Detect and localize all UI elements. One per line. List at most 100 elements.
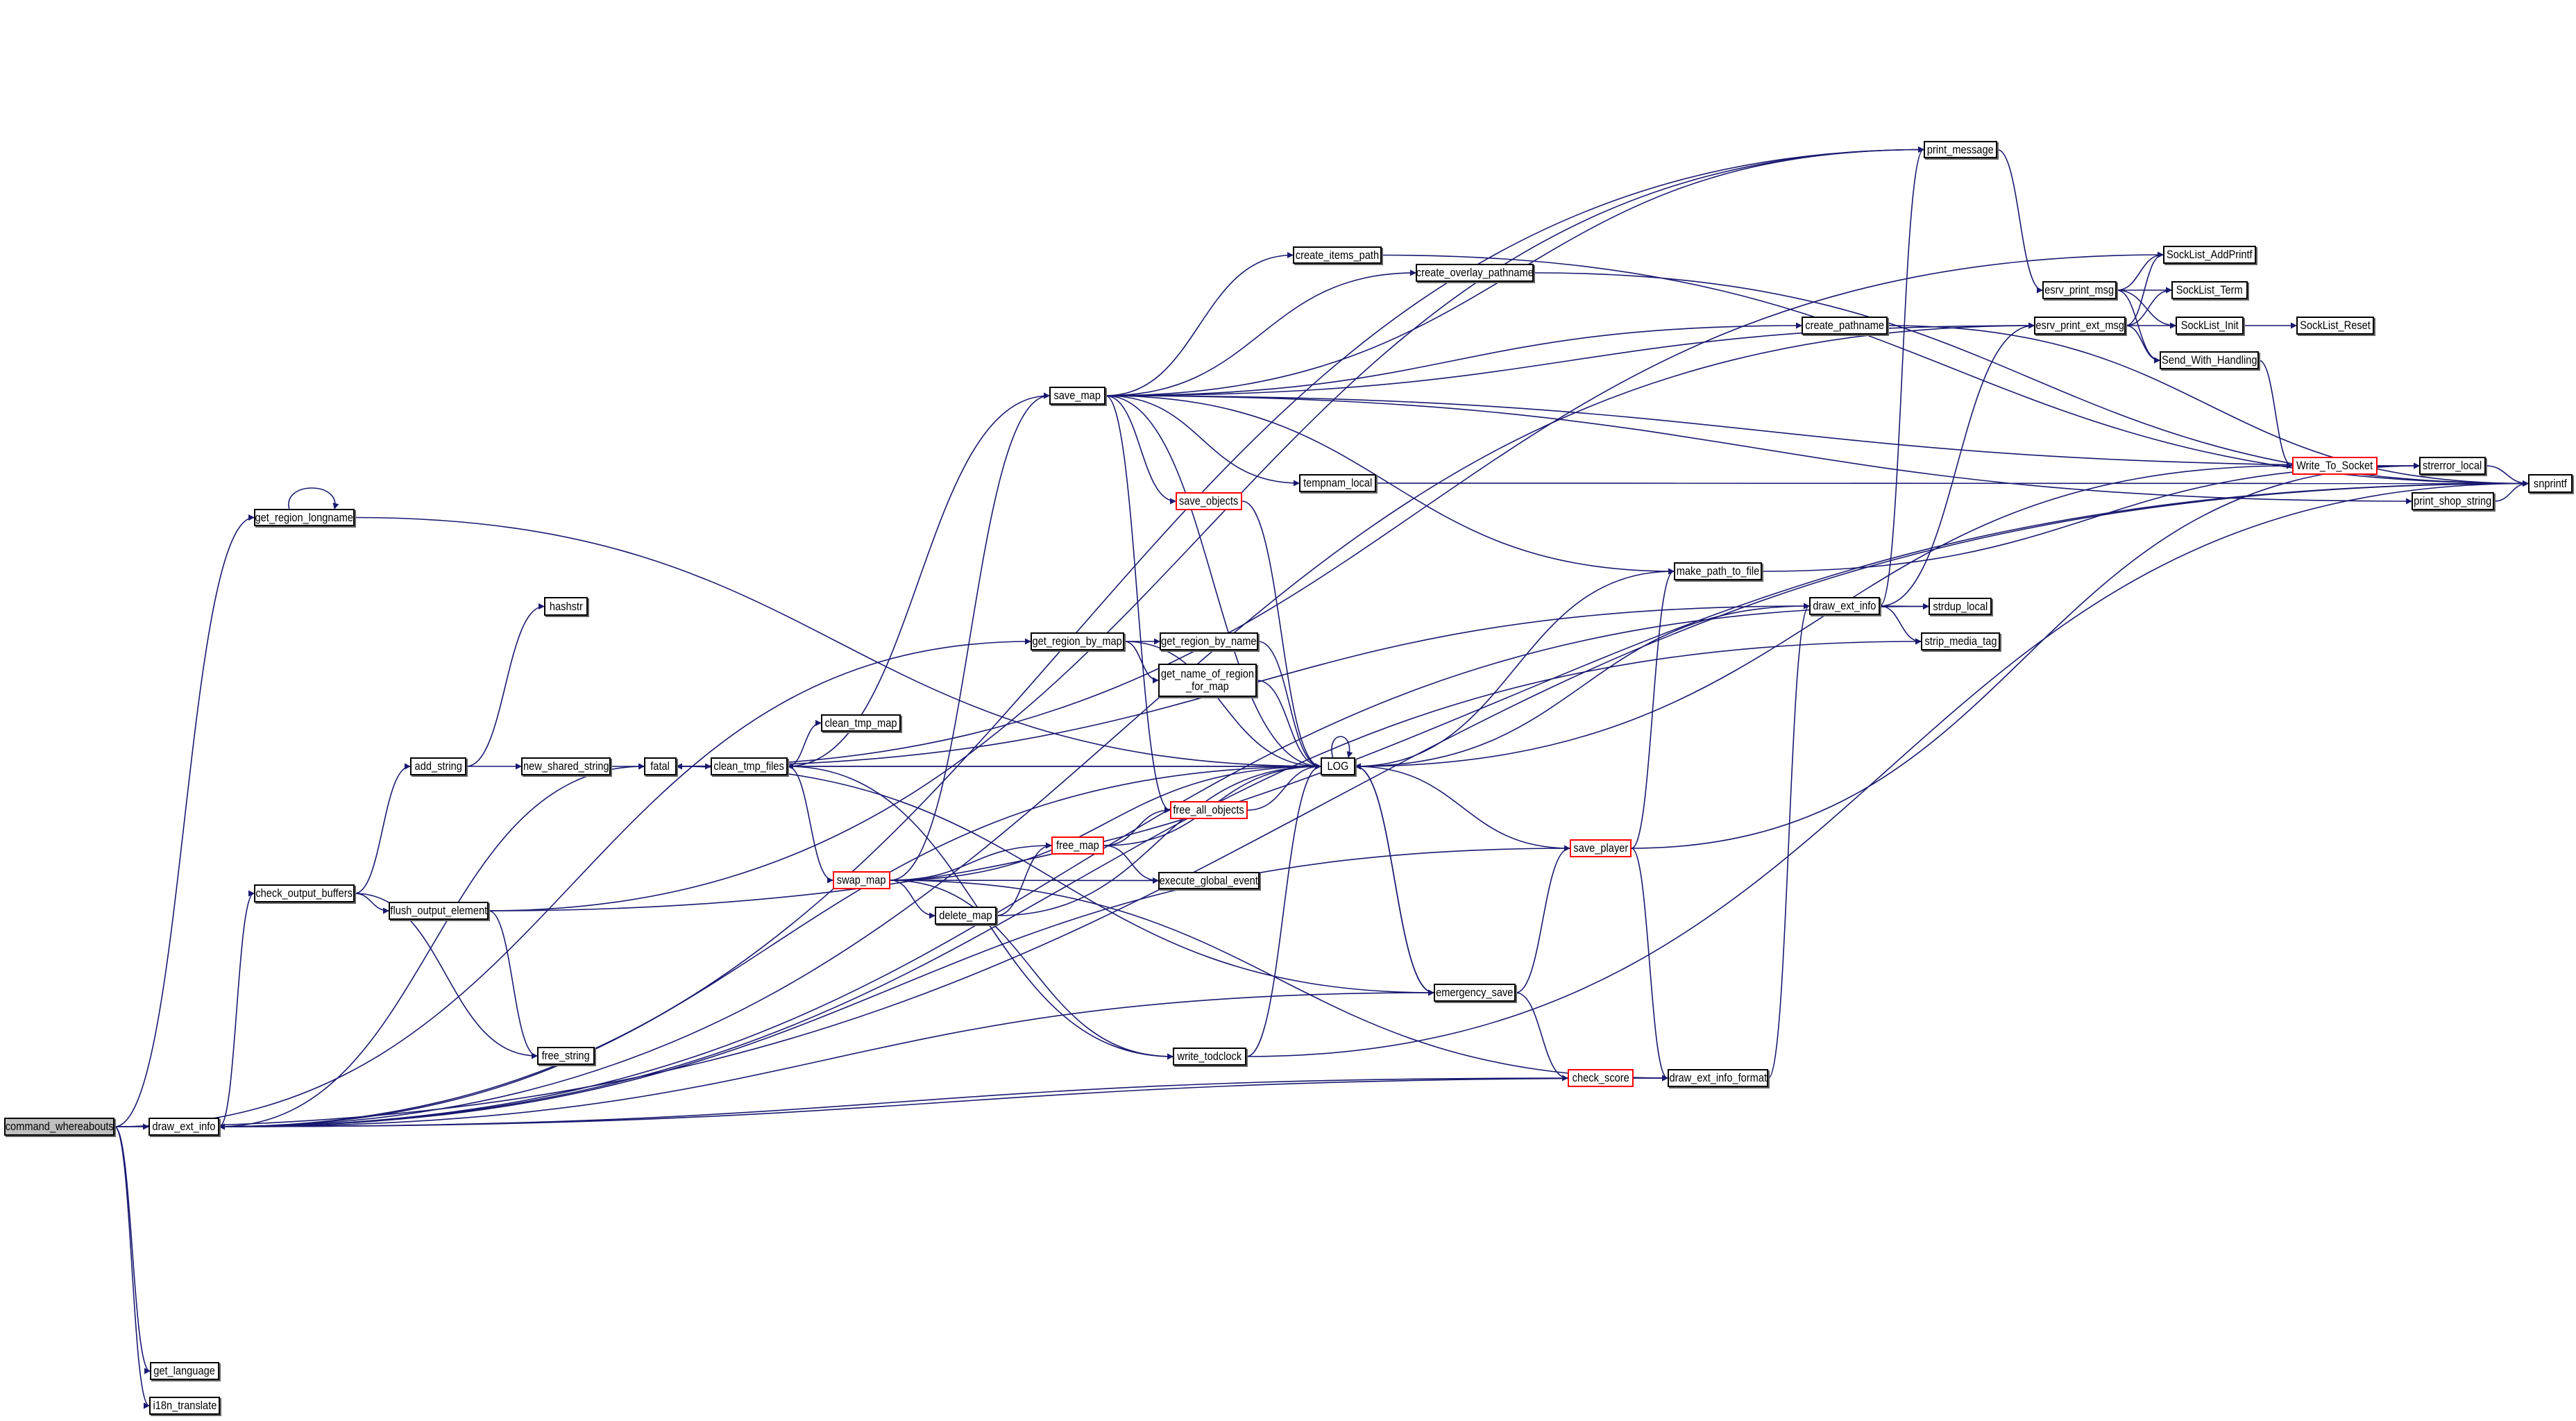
node-write-todclock[interactable]: write_todclock xyxy=(1173,1048,1246,1066)
node-print-shop-string[interactable]: print_shop_string xyxy=(2412,492,2494,510)
node-label: write_todclock xyxy=(1177,1050,1242,1063)
node-free-map[interactable]: free_map xyxy=(1051,836,1104,855)
node-get-language[interactable]: get_language xyxy=(150,1362,219,1380)
node-send-with-handling[interactable]: Send_With_Handling xyxy=(2160,351,2259,369)
node-label: swap_map xyxy=(837,873,886,886)
node-clean-tmp-map[interactable]: clean_tmp_map xyxy=(821,714,901,732)
node-esrv-print-msg[interactable]: esrv_print_msg xyxy=(2042,281,2117,299)
node-emergency-save[interactable]: emergency_save xyxy=(1434,984,1516,1002)
edge-make_path_to_file-to-log xyxy=(1355,571,1675,770)
node-create-overlay-pathname[interactable]: create_overlay_pathname xyxy=(1416,264,1534,282)
edge-write_todclock-to-log xyxy=(1246,763,1321,1057)
node-get-region-by-name[interactable]: get_region_by_name xyxy=(1160,632,1258,650)
node-label: print_message xyxy=(1927,142,1994,156)
node-save-map[interactable]: save_map xyxy=(1049,387,1105,405)
node-label: emergency_save xyxy=(1436,986,1514,999)
node-write-to-socket[interactable]: Write_To_Socket xyxy=(2292,457,2378,475)
edge-flush_output_element-to-print_message xyxy=(488,146,1924,911)
node-label: tempnam_local xyxy=(1303,476,1373,489)
node-label: get_language xyxy=(153,1364,216,1377)
node-get-region-by-map[interactable]: get_region_by_map xyxy=(1031,632,1124,650)
edge-write_todclock-to-snprintf xyxy=(1246,480,2529,1057)
node-save-player[interactable]: save_player xyxy=(1570,839,1632,857)
edge-get_region_by_name-to-log xyxy=(1257,641,1321,770)
node-flush-output-element[interactable]: flush_output_element xyxy=(389,902,489,920)
node-esrv-print-ext-msg[interactable]: esrv_print_ext_msg xyxy=(2034,317,2126,335)
edge-fatal-to-emergency_save xyxy=(676,766,1434,996)
edge-clean_tmp_files-to-save_map xyxy=(787,392,1050,767)
node-command-whereabouts[interactable]: command_whereabouts xyxy=(4,1118,115,1136)
node-label: save_map xyxy=(1053,389,1101,402)
edge-create_overlay_pathname-to-snprintf xyxy=(1533,272,2529,487)
edge-draw_ext_info_r-to-strdup_local xyxy=(1879,603,1929,609)
edge-draw_ext_info_format-to-draw_ext_info_r xyxy=(1768,603,1810,1079)
node-add-string[interactable]: add_string xyxy=(410,757,466,775)
node-strerror-local[interactable]: strerror_local xyxy=(2419,457,2486,475)
edge-get_region_longname-to-get_region_longname xyxy=(288,487,339,510)
edge-save_objects-to-log xyxy=(1242,501,1321,770)
edge-delete_map-to-log xyxy=(996,763,1321,916)
node-socklist-term[interactable]: SockList_Term xyxy=(2171,281,2248,299)
node-snprintf[interactable]: snprintf xyxy=(2528,474,2573,493)
node-free-string[interactable]: free_string xyxy=(537,1047,595,1065)
edge-draw_ext_info_l-to-esrv_print_ext_msg xyxy=(219,322,2035,1127)
edge-swap_map-to-log xyxy=(890,763,1321,881)
edge-clean_tmp_files-to-swap_map xyxy=(787,766,833,884)
node-label: command_whereabouts xyxy=(5,1120,114,1133)
node-clean-tmp-files[interactable]: clean_tmp_files xyxy=(711,757,788,775)
node-strip-media-tag[interactable]: strip_media_tag xyxy=(1921,632,2000,650)
edge-print_message-to-esrv_print_msg xyxy=(1997,149,2043,294)
node-label: LOG xyxy=(1327,759,1349,773)
node-label: free_map xyxy=(1056,839,1099,852)
edge-save_player-to-strerror_local xyxy=(1631,462,2420,849)
node-label: get_region_by_name xyxy=(1161,634,1257,648)
edge-save_map-to-strerror_local xyxy=(1105,395,2420,469)
node-check-output-buffers[interactable]: check_output_buffers xyxy=(254,884,355,902)
node-label: snprintf xyxy=(2534,476,2567,490)
node-label: esrv_print_msg xyxy=(2044,283,2115,296)
edge-draw_ext_info_l-to-strdup_local xyxy=(219,603,1929,1127)
edge-save_player-to-make_path_to_file xyxy=(1631,568,1675,849)
node-hashstr[interactable]: hashstr xyxy=(544,597,588,616)
node-i18n-translate[interactable]: i18n_translate xyxy=(149,1397,220,1415)
node-label: create_items_path xyxy=(1295,248,1380,262)
node-strdup-local[interactable]: strdup_local xyxy=(1929,598,1992,615)
node-print-message[interactable]: print_message xyxy=(1924,141,1997,158)
node-fatal[interactable]: fatal xyxy=(644,757,677,775)
node-label: clean_tmp_files xyxy=(713,759,785,773)
node-socklist-reset[interactable]: SockList_Reset xyxy=(2296,317,2374,335)
node-log[interactable]: LOG xyxy=(1321,757,1355,775)
node-draw-ext-info-r[interactable]: draw_ext_info xyxy=(1809,597,1880,615)
node-check-score[interactable]: check_score xyxy=(1568,1069,1634,1087)
node-label: check_score xyxy=(1572,1071,1629,1084)
node-draw-ext-info-l[interactable]: draw_ext_info xyxy=(149,1118,219,1136)
edge-esrv_print_ext_msg-to-send_with_handling xyxy=(2125,325,2160,364)
node-label: save_player xyxy=(1573,841,1628,855)
node-socklist-addprintf[interactable]: SockList_AddPrintf xyxy=(2163,246,2256,264)
node-draw-ext-info-format[interactable]: draw_ext_info_format xyxy=(1668,1069,1768,1087)
node-label: draw_ext_info_format xyxy=(1669,1071,1767,1084)
node-tempnam-local[interactable]: tempnam_local xyxy=(1299,474,1376,492)
node-create-pathname[interactable]: create_pathname xyxy=(1802,317,1888,335)
node-socklist-init[interactable]: SockList_Init xyxy=(2176,317,2244,335)
edge-save_map-to-create_overlay_pathname xyxy=(1105,269,1416,396)
node-get-region-longname[interactable]: get_region_longname xyxy=(254,509,355,526)
edge-swap_map-to-delete_map xyxy=(890,880,935,919)
edge-draw_ext_info_r-to-strip_media_tag xyxy=(1879,605,1922,645)
node-save-objects[interactable]: save_objects xyxy=(1176,492,1242,510)
node-get-name-of-region-for-map[interactable]: get_name_of_region_for_map xyxy=(1158,664,1257,697)
node-label: SockList_Init xyxy=(2180,319,2239,332)
edge-socklist_addprintf-to-fatal xyxy=(676,254,2164,770)
node-make-path-to-file[interactable]: make_path_to_file xyxy=(1674,562,1762,580)
node-new-shared-string[interactable]: new_shared_string xyxy=(521,757,611,775)
edge-save_map-to-esrv_print_ext_msg xyxy=(1105,322,2035,396)
node-swap-map[interactable]: swap_map xyxy=(833,871,890,889)
node-create-items-path[interactable]: create_items_path xyxy=(1293,246,1382,264)
node-label: draw_ext_info xyxy=(1813,599,1876,612)
node-delete-map[interactable]: delete_map xyxy=(935,907,997,925)
node-label-line2: _for_map xyxy=(1186,680,1229,693)
node-free-all-objects[interactable]: free_all_objects xyxy=(1170,801,1248,819)
node-label: create_overlay_pathname xyxy=(1416,266,1534,279)
node-execute-global-event[interactable]: execute_global_event xyxy=(1158,872,1260,889)
